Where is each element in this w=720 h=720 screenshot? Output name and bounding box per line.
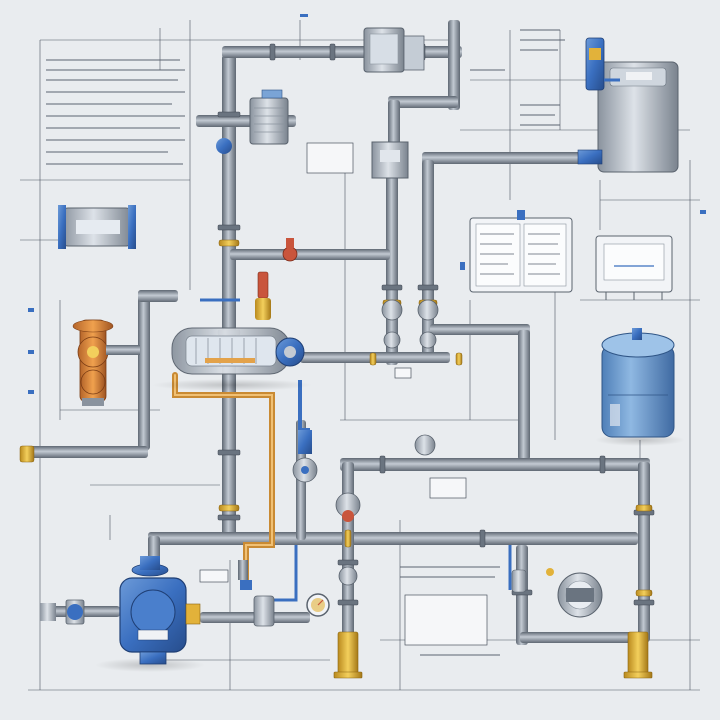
flow-meter <box>511 568 603 618</box>
centrifugal-pump <box>40 556 205 672</box>
motor-unit-upper <box>216 89 289 154</box>
pipe-left-horizontal-low <box>30 446 148 458</box>
pipe-top-horizontal <box>222 46 462 58</box>
control-panel-2 <box>595 235 673 300</box>
pressure-vessel <box>577 37 679 173</box>
text-block-upper-right <box>470 29 565 126</box>
pipe-pump-suction <box>50 606 120 617</box>
text-note-boxes <box>199 142 488 646</box>
junction-box <box>371 141 409 179</box>
pipe-top-right-down <box>448 20 460 110</box>
pipe-lower-long-2 <box>148 532 638 545</box>
pipe-upper-mid-horizontal <box>388 96 458 108</box>
blue-line-2 <box>270 545 298 602</box>
orange-line-network <box>172 372 275 583</box>
red-valve-1 <box>282 246 298 262</box>
pump-discharge-valve <box>238 560 275 627</box>
pipe-left-horizontal-upper <box>138 290 178 302</box>
pipe-mid-horizontal-2 <box>430 324 530 335</box>
pipe-right-vertical-2 <box>518 330 530 460</box>
orange-line-1-highlight <box>174 374 273 581</box>
red-valves <box>255 238 298 320</box>
gear-valve-assembly <box>72 319 140 406</box>
filter-unit <box>58 205 136 249</box>
flanges <box>217 43 655 606</box>
pipe-right-vertical-3 <box>638 462 650 642</box>
floor-supports <box>333 631 653 679</box>
pipe-lower-mid-down <box>342 462 354 642</box>
pipe-lower-long-1 <box>340 458 650 471</box>
filter-housing-top <box>363 27 425 73</box>
pipe-left-vertical <box>138 290 150 450</box>
annotation-markers <box>28 14 706 394</box>
red-valve-2 <box>257 271 269 299</box>
pressure-gauge <box>306 593 330 617</box>
pipe-long-upper-right <box>422 152 602 164</box>
control-panel-1 <box>469 210 573 293</box>
heat-exchanger <box>152 327 312 391</box>
storage-tank <box>595 328 685 446</box>
valve-stack-mid <box>292 299 439 586</box>
pipe-bottom-horizontal <box>520 632 640 643</box>
text-block-top-left <box>46 59 185 165</box>
pipe-riser-left <box>222 55 236 535</box>
pipe-mid-horizontal-1 <box>230 249 390 260</box>
